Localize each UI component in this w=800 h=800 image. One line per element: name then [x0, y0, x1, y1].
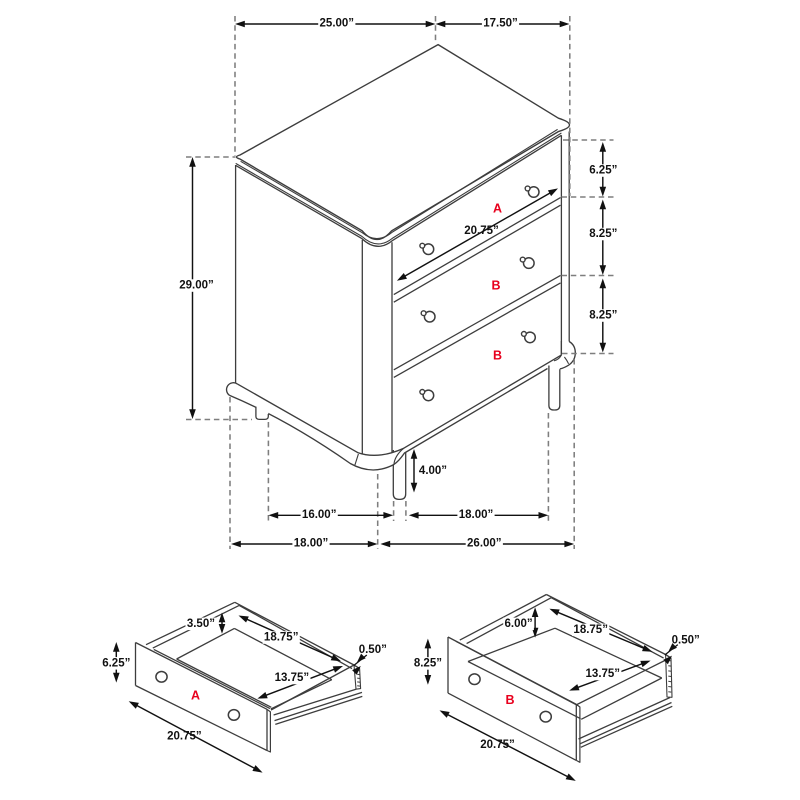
svg-text:17.50”: 17.50”	[483, 18, 518, 30]
svg-text:20.75”: 20.75”	[464, 225, 499, 237]
svg-text:8.25”: 8.25”	[589, 228, 617, 240]
svg-text:13.75”: 13.75”	[275, 672, 310, 684]
svg-text:18.75”: 18.75”	[264, 632, 299, 644]
svg-text:16.00”: 16.00”	[302, 509, 337, 521]
svg-text:8.25”: 8.25”	[414, 657, 442, 669]
svg-text:8.25”: 8.25”	[589, 310, 617, 322]
svg-text:20.75”: 20.75”	[480, 739, 515, 751]
svg-text:29.00”: 29.00”	[179, 280, 214, 292]
svg-text:3.50”: 3.50”	[187, 618, 215, 630]
svg-text:13.75”: 13.75”	[586, 668, 621, 680]
svg-text:18.00”: 18.00”	[294, 538, 329, 550]
svg-text:4.00”: 4.00”	[419, 465, 447, 477]
svg-text:B: B	[491, 279, 500, 293]
svg-text:A: A	[191, 689, 200, 703]
svg-text:0.50”: 0.50”	[359, 644, 387, 656]
svg-text:0.50”: 0.50”	[672, 634, 700, 646]
svg-text:18.75”: 18.75”	[573, 624, 608, 636]
svg-text:6.25”: 6.25”	[102, 657, 130, 669]
svg-text:18.00”: 18.00”	[459, 509, 494, 521]
svg-text:A: A	[493, 202, 502, 216]
svg-text:6.25”: 6.25”	[589, 165, 617, 177]
svg-text:25.00”: 25.00”	[320, 18, 355, 30]
svg-text:B: B	[493, 349, 502, 363]
svg-text:6.00”: 6.00”	[505, 618, 533, 630]
svg-text:26.00”: 26.00”	[467, 538, 502, 550]
svg-text:20.75”: 20.75”	[167, 731, 202, 743]
svg-text:B: B	[505, 693, 514, 707]
